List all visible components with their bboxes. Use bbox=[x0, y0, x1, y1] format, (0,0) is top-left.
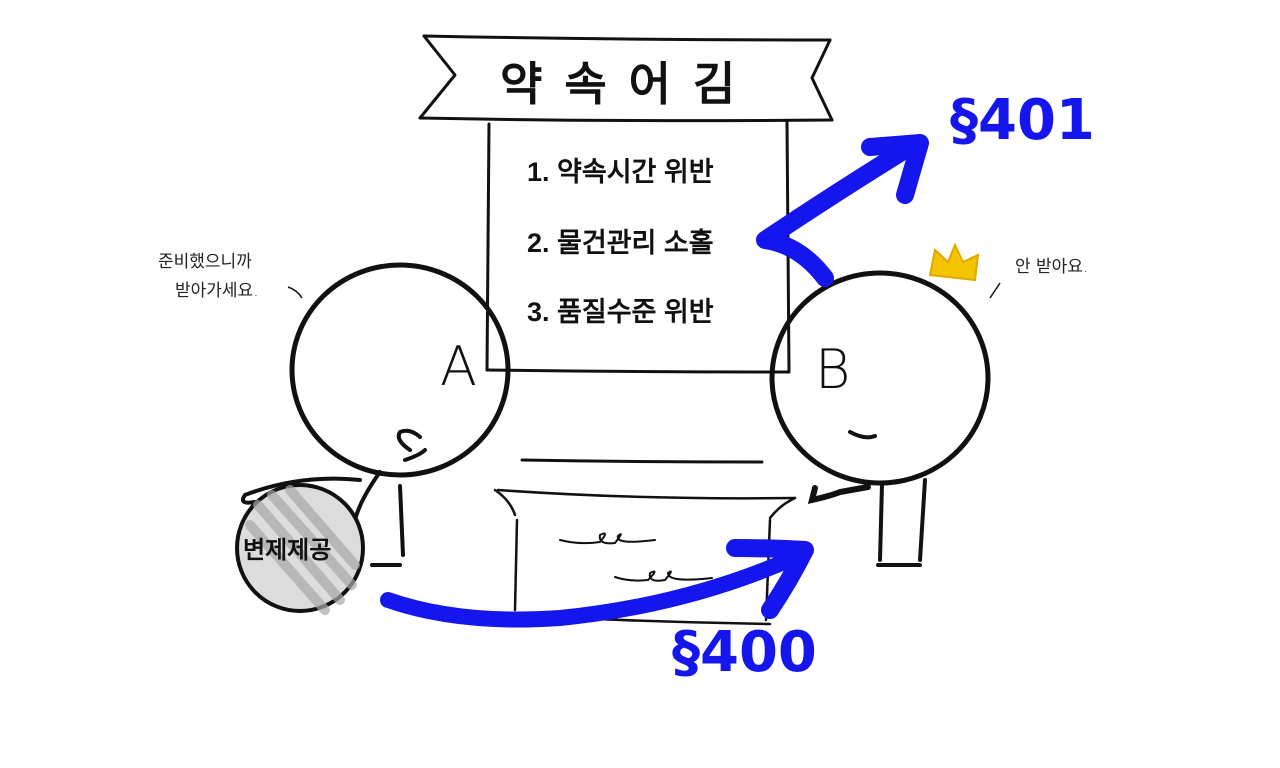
person-a-figure bbox=[241, 262, 511, 567]
offer-ball-label: 변제제공 bbox=[243, 537, 332, 564]
speech-mark-b bbox=[989, 282, 1001, 299]
violation-item-2: 2. 물건관리 소홀 bbox=[527, 228, 714, 258]
person-b-figure bbox=[769, 270, 991, 567]
person-a-speech-line-1: 준비했으니까 bbox=[158, 252, 252, 272]
person-b-letter: B bbox=[815, 338, 851, 401]
article-400-label: §400 bbox=[672, 620, 817, 685]
violation-item-3: 3. 품질수준 위반 bbox=[527, 297, 714, 327]
person-a-letter: A bbox=[440, 335, 477, 398]
article-401-label: §401 bbox=[950, 88, 1095, 153]
violation-item-1: 1. 약속시간 위반 bbox=[527, 157, 714, 187]
crown-icon bbox=[928, 242, 980, 282]
person-b-speech: 안 받아요. bbox=[1015, 257, 1089, 277]
offer-ball bbox=[235, 483, 365, 615]
speech-mark-a bbox=[287, 286, 303, 299]
banner-title: 약속어김 bbox=[500, 57, 758, 111]
banner bbox=[418, 34, 834, 123]
arrow-lower bbox=[380, 539, 814, 628]
arrow-upper bbox=[756, 134, 929, 287]
person-a-speech-line-2: 받아가세요. bbox=[175, 281, 259, 301]
